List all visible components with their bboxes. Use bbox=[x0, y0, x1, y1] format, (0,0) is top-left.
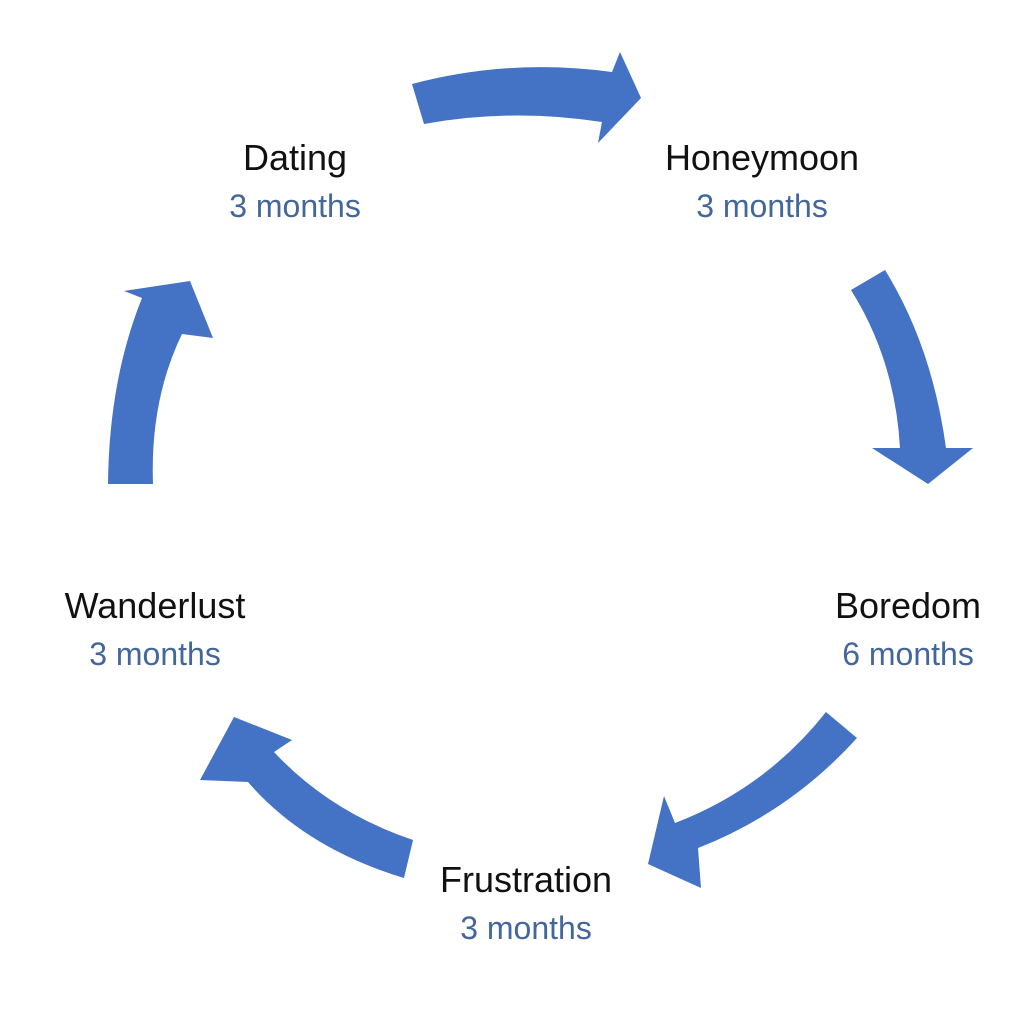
stage-duration: 6 months bbox=[842, 636, 974, 672]
stage-wanderlust: Wanderlust 3 months bbox=[5, 585, 305, 672]
stage-duration: 3 months bbox=[89, 636, 221, 672]
stage-frustration: Frustration 3 months bbox=[376, 859, 676, 946]
stage-name: Frustration bbox=[439, 859, 613, 900]
stage-duration: 3 months bbox=[460, 910, 592, 946]
stage-honeymoon: Honeymoon 3 months bbox=[612, 137, 912, 224]
stage-name: Dating bbox=[242, 137, 348, 178]
arrow-honeymoon-to-boredom bbox=[851, 270, 973, 484]
arrow-boredom-to-frustration bbox=[648, 712, 857, 888]
stage-duration: 3 months bbox=[696, 188, 828, 224]
arrow-frustration-to-wanderlust bbox=[200, 717, 413, 878]
stage-boredom: Boredom 6 months bbox=[758, 585, 1024, 672]
arrow-dating-to-honeymoon bbox=[412, 52, 641, 143]
stage-name: Honeymoon bbox=[664, 137, 860, 178]
arrow-wanderlust-to-dating bbox=[108, 281, 213, 484]
stage-dating: Dating 3 months bbox=[145, 137, 445, 224]
stage-name: Boredom bbox=[834, 585, 982, 626]
stage-name: Wanderlust bbox=[64, 585, 246, 626]
stage-duration: 3 months bbox=[229, 188, 361, 224]
